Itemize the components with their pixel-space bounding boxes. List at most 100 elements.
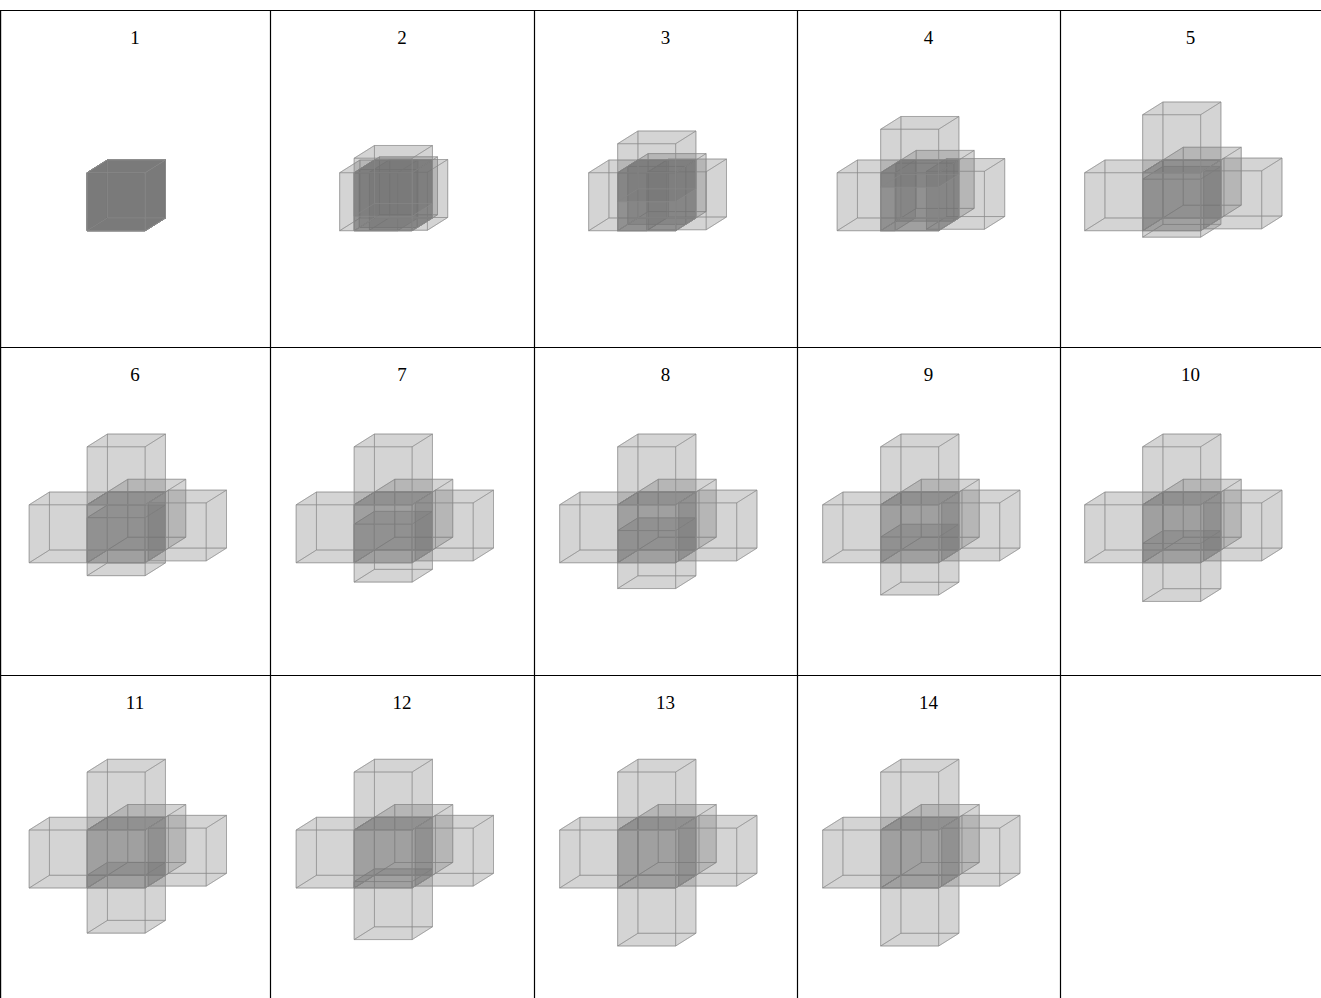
- cube-face: [87, 505, 145, 563]
- cube-frame: [29, 434, 226, 576]
- cube-frame: [1085, 102, 1282, 237]
- cube-face: [87, 173, 145, 231]
- cube-frame: [87, 160, 165, 231]
- cube-face: [1143, 447, 1201, 505]
- cube-face: [1085, 505, 1143, 563]
- cube-face: [618, 434, 696, 447]
- cube-frame: [296, 434, 493, 582]
- cube-face: [618, 144, 676, 202]
- cube-face: [354, 505, 412, 563]
- cube-face: [618, 447, 676, 505]
- callout-number: 1: [105, 27, 165, 49]
- callout-number: 2: [372, 27, 432, 49]
- cube-face: [560, 505, 618, 563]
- cube-face: [354, 830, 412, 888]
- callout-number: 3: [636, 27, 696, 49]
- callout-number: 8: [636, 364, 696, 386]
- callout-number: 10: [1161, 364, 1221, 386]
- cube-face: [1143, 173, 1201, 231]
- cube-face: [354, 759, 432, 772]
- cube-face: [87, 173, 145, 231]
- cube-frame: [29, 759, 226, 933]
- callout-number: 12: [372, 692, 432, 714]
- cube-face: [354, 882, 412, 940]
- cube-face: [881, 447, 939, 505]
- cube-frame: [823, 759, 1020, 946]
- callout-number: 11: [105, 692, 165, 714]
- cube-face: [354, 505, 412, 563]
- cube-face: [618, 888, 676, 946]
- cube-face: [1085, 173, 1143, 231]
- cube-face: [881, 888, 939, 946]
- cube-face: [354, 158, 412, 216]
- cube-face: [881, 129, 939, 187]
- cube-face: [823, 505, 881, 563]
- grid-line: [270, 10, 271, 998]
- cube-frame: [296, 759, 493, 939]
- cube-face: [87, 447, 145, 505]
- cube-face: [87, 830, 145, 888]
- cube-face: [354, 447, 412, 505]
- cube-face: [296, 505, 354, 563]
- cube-face: [87, 173, 145, 231]
- cube-face: [881, 759, 959, 772]
- cube-face: [1143, 505, 1201, 563]
- grid-line: [0, 347, 1321, 348]
- cube-face: [618, 759, 696, 772]
- cube-face: [87, 160, 165, 173]
- cube-frame: [837, 116, 1005, 230]
- callout-number: 13: [636, 692, 696, 714]
- cube-face: [618, 772, 676, 830]
- cube-face: [881, 116, 959, 129]
- cube-face: [354, 830, 412, 888]
- cube-face: [296, 830, 354, 888]
- cube-face: [1143, 173, 1201, 231]
- cube-face: [560, 830, 618, 888]
- cube-face: [618, 830, 676, 888]
- cube-frame: [589, 131, 727, 231]
- grid-line: [0, 10, 1321, 11]
- cube-face: [1143, 434, 1221, 447]
- cube-face: [29, 830, 87, 888]
- cube-face: [354, 434, 432, 447]
- grid-line: [0, 10, 1, 998]
- cube-face: [618, 505, 676, 563]
- cube-face: [354, 772, 412, 830]
- cube-face: [1143, 102, 1221, 115]
- cube-face: [618, 505, 676, 563]
- cube-face: [87, 772, 145, 830]
- cube-face: [87, 434, 165, 447]
- grid-line: [797, 10, 798, 998]
- cube-frame: [560, 434, 757, 589]
- cube-face: [87, 173, 145, 231]
- cube-face: [881, 830, 939, 888]
- callout-number: 4: [899, 27, 959, 49]
- cube-face: [29, 505, 87, 563]
- cube-frame: [560, 759, 757, 946]
- cube-face: [881, 505, 939, 563]
- cube-face: [87, 759, 165, 772]
- callout-number: 9: [899, 364, 959, 386]
- callout-number: 7: [372, 364, 432, 386]
- cube-face: [618, 830, 676, 888]
- cube-frame: [823, 434, 1020, 595]
- cube-face: [87, 505, 145, 563]
- cube-face: [87, 830, 145, 888]
- grid-line: [534, 10, 535, 998]
- cube-face: [881, 505, 939, 563]
- cube-face: [87, 173, 145, 231]
- cube-frame: [1085, 434, 1282, 601]
- grid-line: [1060, 10, 1061, 998]
- cube-face: [87, 173, 145, 231]
- grid-line: [0, 675, 1321, 676]
- cube-face: [354, 145, 432, 158]
- cube-face: [881, 830, 939, 888]
- panel-grid: [0, 10, 1321, 998]
- cube-face: [1143, 115, 1201, 173]
- cube-face: [87, 173, 145, 231]
- cube-face: [881, 434, 959, 447]
- callout-number: 14: [899, 692, 959, 714]
- cube-face: [823, 830, 881, 888]
- callout-number: 5: [1161, 27, 1221, 49]
